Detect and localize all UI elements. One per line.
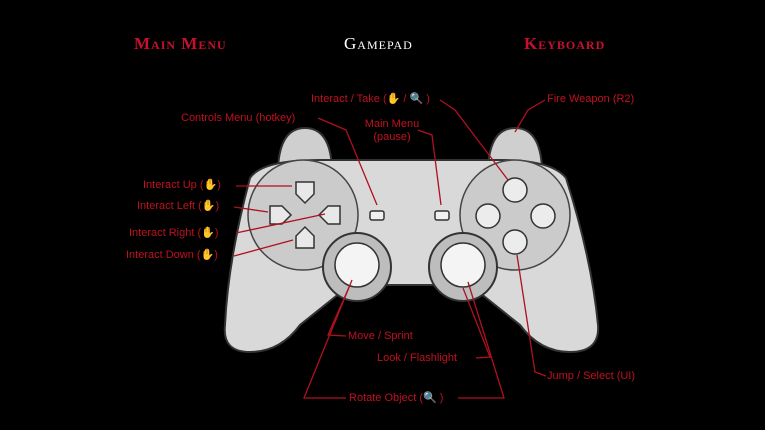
label-interact-right: Interact Right (✋): [129, 227, 219, 239]
select-button: [369, 210, 385, 221]
callout-lines: [233, 99, 547, 399]
label-controls-menu: Controls Menu (hotkey): [181, 112, 296, 124]
main-menu-tab[interactable]: Main Menu: [134, 34, 227, 53]
label-interact-left: Interact Left (✋): [137, 200, 220, 212]
right-stick: [440, 242, 486, 288]
line-rotate-right: [458, 281, 505, 399]
line-jump-select: [516, 254, 547, 377]
keyboard-tab[interactable]: Keyboard: [524, 34, 606, 53]
line-interact-left: [233, 206, 269, 213]
face-button-top: [502, 177, 528, 203]
line-controls-menu: [317, 117, 378, 206]
label-jump-select: Jump / Select (UI): [547, 370, 636, 382]
label-move-sprint: Move / Sprint: [348, 330, 413, 342]
line-look-flashlight: [462, 287, 491, 359]
hand-icon: ✋: [386, 93, 401, 105]
line-fire-weapon: [514, 99, 546, 133]
label-interact-take: Interact / Take (✋ / 🔍 ): [311, 93, 430, 105]
face-button-right: [530, 203, 556, 229]
left-shoulder-button: [276, 126, 334, 169]
dpad-right: [317, 205, 341, 225]
left-stick: [334, 242, 380, 288]
hand-icon: ✋: [200, 249, 215, 261]
dpad-down: [295, 225, 315, 249]
dpad-up: [295, 181, 315, 205]
label-rotate-object: Rotate Object (🔍 ): [349, 392, 444, 404]
hand-icon: ✋: [203, 179, 218, 191]
start-button: [434, 210, 450, 221]
dpad-well: [247, 159, 359, 271]
right-shoulder-button: [486, 126, 544, 169]
dpad-left: [269, 205, 293, 225]
magnifier-icon: 🔍: [422, 392, 437, 404]
line-rotate-left: [303, 279, 353, 399]
label-look-flashlight: Look / Flashlight: [377, 352, 458, 364]
line-interact-down: [233, 239, 294, 257]
magnifier-icon: 🔍: [409, 93, 424, 105]
label-interact-down: Interact Down (✋): [126, 249, 218, 261]
label-main-menu: Main Menu (pause): [364, 118, 420, 143]
face-button-left: [475, 203, 501, 229]
label-fire-weapon: Fire Weapon (R2): [547, 93, 635, 105]
line-interact-take: [439, 99, 509, 181]
face-button-bottom: [502, 229, 528, 255]
line-main-menu: [417, 129, 442, 206]
hand-icon: ✋: [201, 227, 215, 239]
gamepad-tab[interactable]: Gamepad: [344, 34, 413, 53]
line-interact-right: [235, 213, 326, 234]
label-interact-up: Interact Up (✋): [143, 179, 221, 191]
hand-icon: ✋: [201, 200, 216, 212]
